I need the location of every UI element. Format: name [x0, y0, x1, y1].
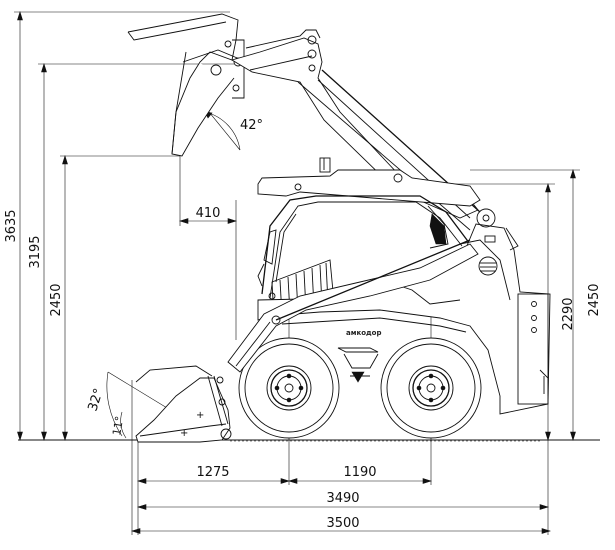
dimension-410: 410 [178, 156, 238, 340]
dimension-3500-label: 3500 [326, 516, 359, 531]
front-wheel [238, 337, 340, 439]
ground-line [18, 439, 600, 442]
angle-11: 11° [110, 411, 126, 439]
bucket-cross-mark-2: + [180, 428, 188, 439]
dimension-410-label: 410 [196, 206, 221, 221]
raised-bucket [127, 13, 245, 157]
dimension-1190-label: 1190 [343, 465, 376, 480]
dimension-2450-right: 2450 [470, 168, 602, 442]
dimension-2290-label: 2290 [561, 297, 576, 330]
angle-42: 42° [195, 95, 263, 151]
dimension-3195-label: 3195 [28, 235, 43, 268]
brand-logo-text: амкодор [346, 329, 381, 337]
rear-wheel [380, 337, 482, 439]
dimension-3490: 3490 [136, 440, 550, 535]
dimension-3195: 3195 [28, 62, 235, 442]
dimension-3635-label: 3635 [4, 209, 19, 242]
dimension-2450-left: 2450 [49, 154, 180, 442]
angle-42-label: 42° [240, 118, 263, 133]
brand-badge: амкодор [337, 329, 381, 383]
lowered-bucket: + + [135, 365, 232, 443]
angle-32-label: 32° [86, 387, 107, 414]
angle-11-label: 11° [110, 415, 126, 436]
dimension-3490-label: 3490 [326, 491, 359, 506]
dimension-1275-label: 1275 [196, 465, 229, 480]
dimension-2450-right-label: 2450 [587, 283, 602, 316]
dimension-3635: 3635 [4, 10, 230, 442]
lift-arm-lowered [227, 239, 479, 373]
body-frame [257, 208, 551, 415]
dimension-3500: 3500 [130, 380, 552, 535]
cab [257, 157, 481, 299]
dimension-2450-left-label: 2450 [49, 283, 64, 316]
bucket-cross-mark-1: + [196, 410, 204, 421]
